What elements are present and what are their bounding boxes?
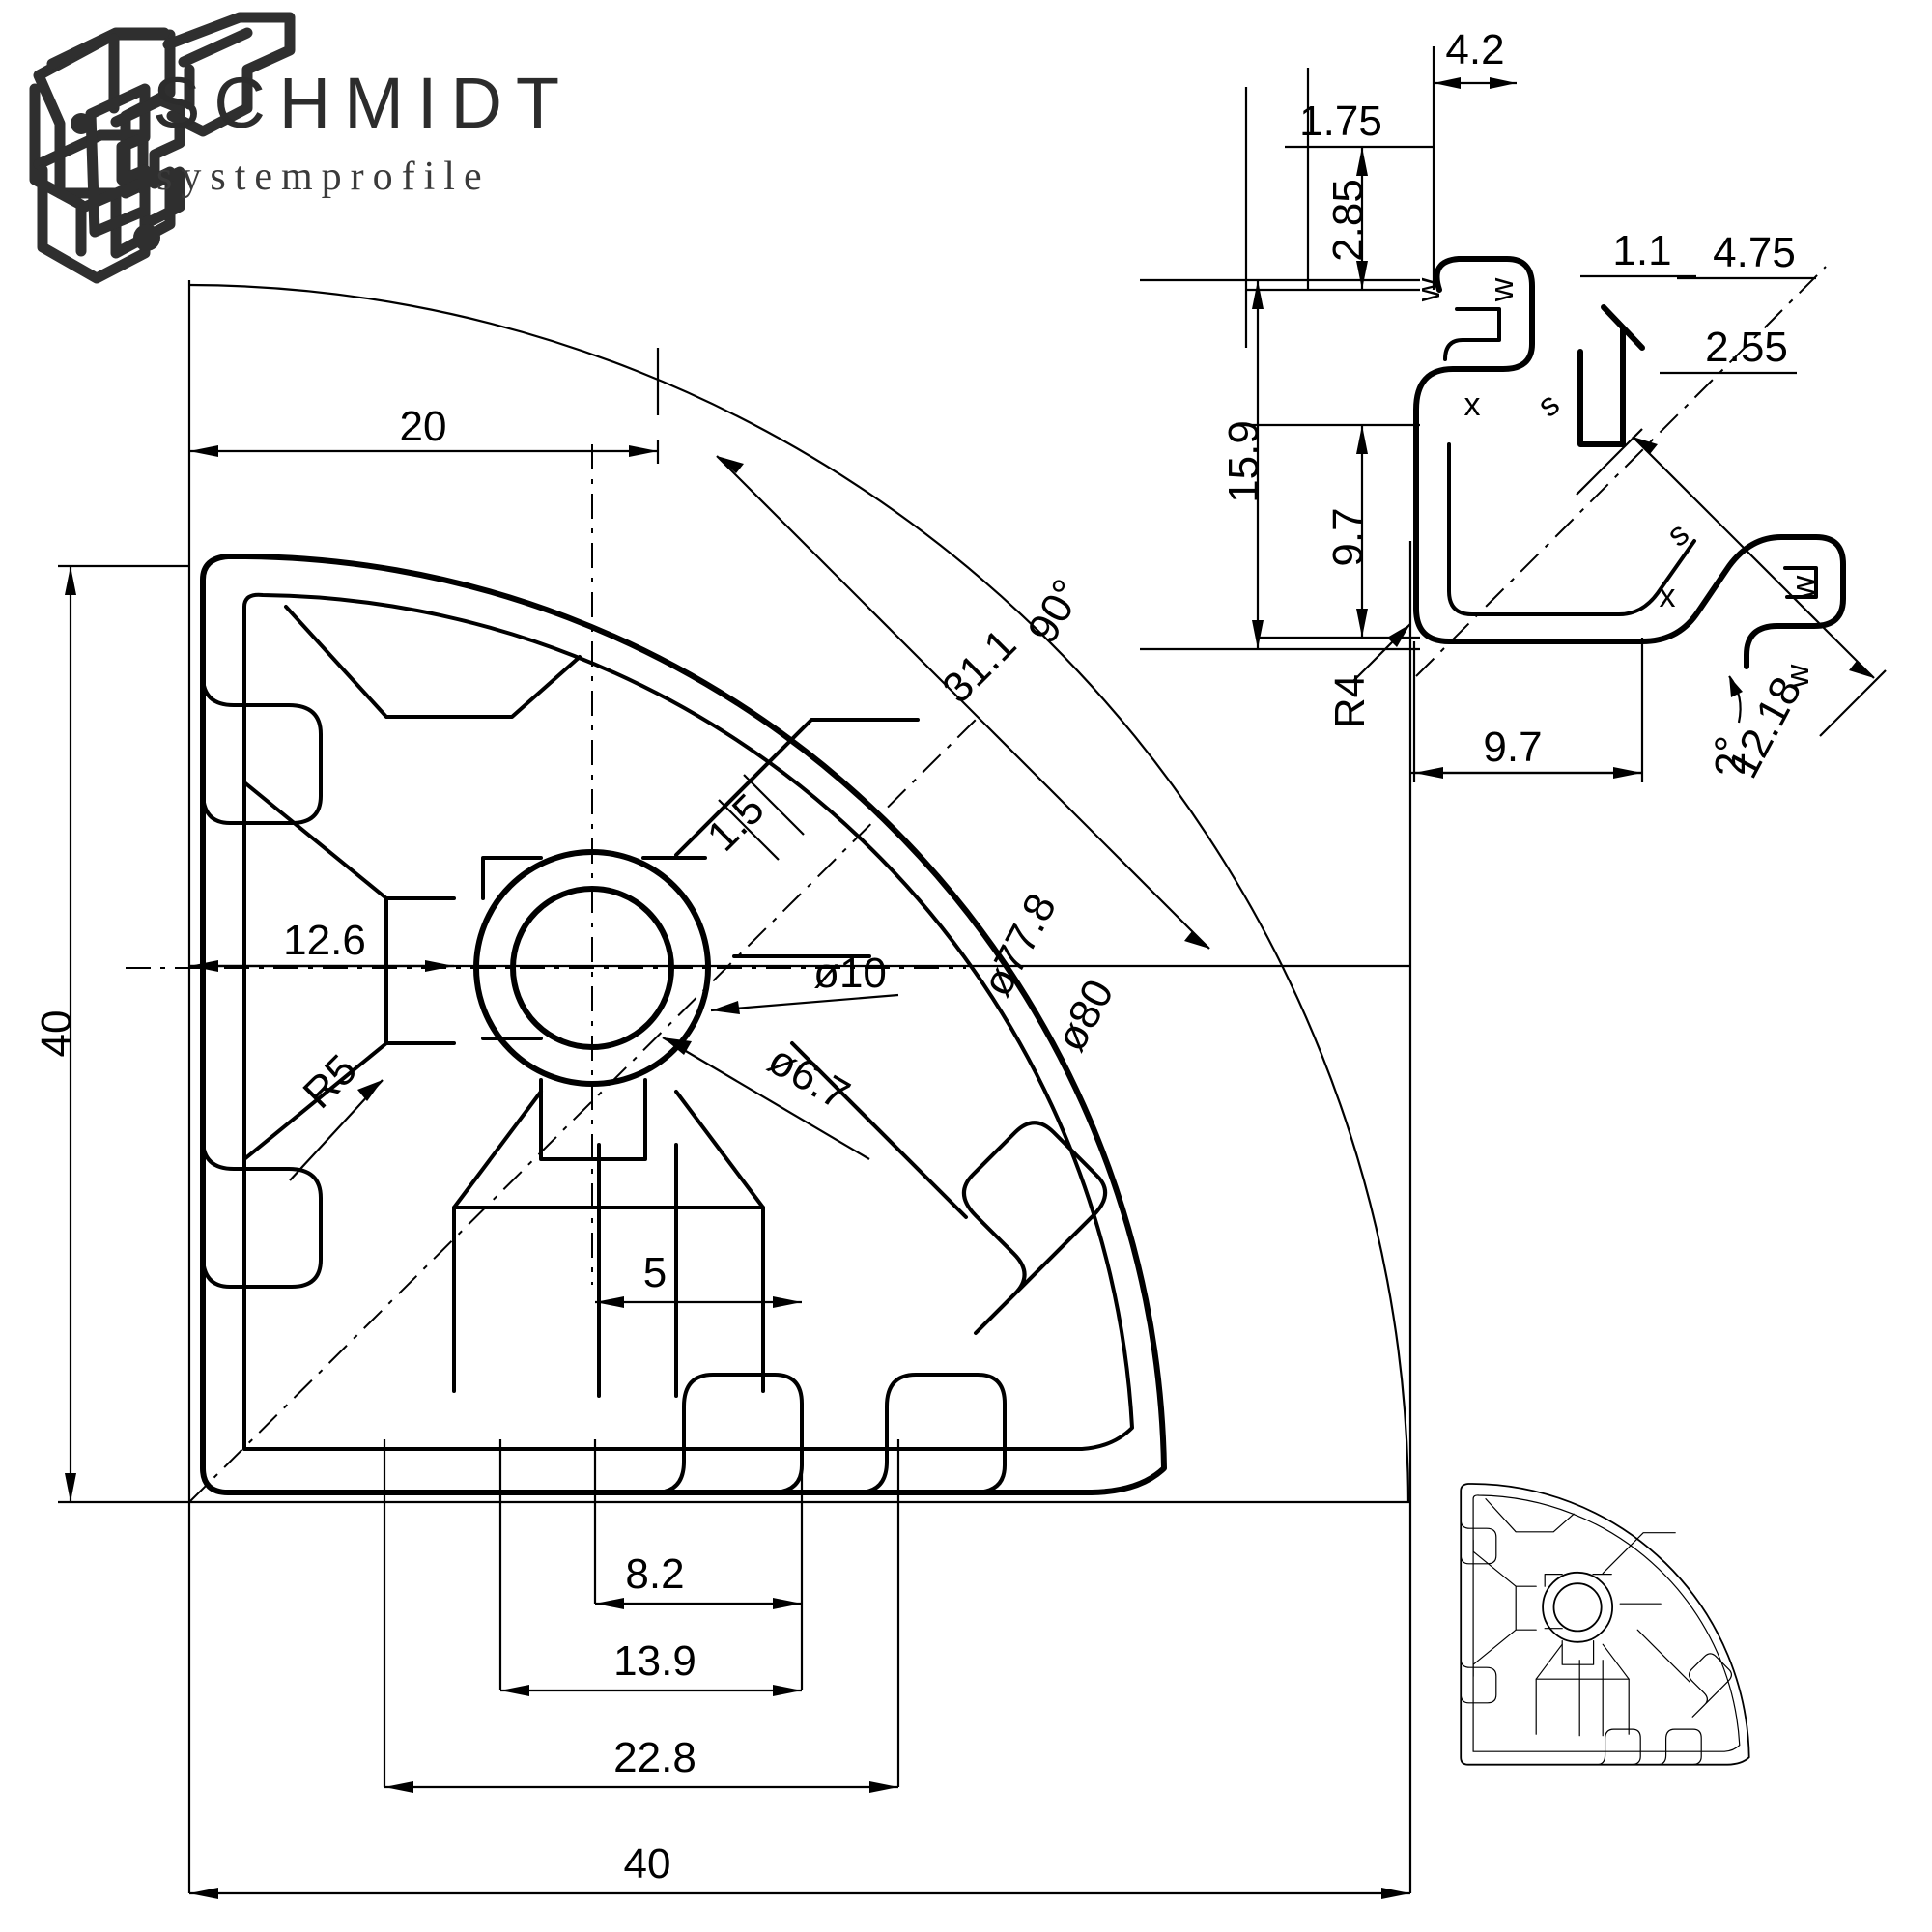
dim-label-d10: ø10 [813, 950, 887, 997]
dim-diag-31-1: 31.1 [716, 455, 1210, 950]
dim-label-22-8: 22.8 [613, 1734, 696, 1781]
groove-profile-geometry [1413, 256, 1846, 677]
marker-w-2: w [1484, 277, 1520, 302]
dim-label-1-75: 1.75 [1299, 98, 1382, 145]
dim-label-d80: ø80 [1047, 972, 1123, 1059]
dim-bore-d10: ø10 [710, 950, 899, 1014]
dim-detail-9-7-vertical: 9.7 [1324, 425, 1372, 638]
dim-label-2deg: 2° [1707, 735, 1754, 776]
dim-label-40-vertical: 40 [33, 1010, 80, 1058]
dim-circle-d77-8: ø77.8 [973, 886, 1065, 1004]
detail-view: 4.2 1.75 2.85 15.9 9.7 [1140, 26, 1887, 785]
dim-label-1-1: 1.1 [1612, 227, 1671, 274]
dim-detail-r4: R4 [1326, 623, 1411, 728]
marker-x-1: x [1464, 386, 1481, 423]
profile-internal-webs [242, 605, 968, 1398]
dim-detail-1-1: 1.1 [1580, 227, 1696, 278]
marker-w-1: w [1410, 277, 1447, 302]
marker-w-4: w [1779, 664, 1816, 689]
dim-inner-12-6: 12.6 [189, 917, 454, 972]
dim-label-13-9: 13.9 [613, 1637, 696, 1685]
dim-bore-d6-7: ø6.7 [662, 1036, 870, 1160]
dim-label-9-7-vertical: 9.7 [1324, 507, 1372, 566]
dim-detail-4-75: 4.75 [1677, 229, 1816, 280]
dim-detail-2-55: 2.55 [1660, 324, 1797, 375]
dim-label-d77-8: ø77.8 [973, 886, 1065, 1004]
dim-label-r5: R5 [295, 1046, 366, 1118]
dim-detail-2-85: 2.85 [1324, 147, 1372, 290]
dim-label-31-1: 31.1 [933, 620, 1025, 712]
dim-label-90deg: 90° [1019, 572, 1093, 651]
dim-label-8-2: 8.2 [625, 1550, 684, 1598]
main-centerlines [126, 444, 977, 1503]
dim-detail-15-9: 15.9 [1220, 280, 1267, 649]
dim-label-1-5: 1.5 [698, 785, 774, 861]
dim-label-2-55: 2.55 [1705, 324, 1788, 371]
main-view: 20 40 12.6 R5 1.5 [33, 280, 1412, 1899]
dim-slot-22-8: 22.8 [384, 1734, 898, 1793]
thumbnail-view [1460, 1483, 1750, 1766]
dim-label-15-9: 15.9 [1220, 420, 1267, 503]
dim-slot-13-9: 13.9 [500, 1637, 802, 1696]
marker-s-1: s [1531, 385, 1567, 424]
dim-label-9-7-horizontal: 9.7 [1483, 724, 1542, 771]
marker-x-2: x [1660, 578, 1676, 614]
profile-t-slots [201, 616, 1107, 1494]
dim-label-4-2: 4.2 [1445, 26, 1504, 73]
dim-label-4-75: 4.75 [1713, 229, 1796, 276]
dim-detail-2deg: 2° [1707, 675, 1754, 776]
brand-name: SCHMIDT [153, 63, 573, 143]
profile-outline [200, 553, 1167, 1495]
dim-angle-90: 90° [1019, 572, 1093, 651]
dim-label-2-85: 2.85 [1324, 179, 1372, 262]
dim-detail-4-2: 4.2 [1434, 26, 1517, 89]
dim-label-r4: R4 [1326, 674, 1374, 728]
dim-label-20: 20 [400, 403, 447, 450]
dim-height-40: 40 [33, 566, 80, 1502]
dim-overall-40: 40 [189, 1840, 1410, 1899]
dim-web-1-5: 1.5 [698, 774, 805, 861]
dim-label-12-6: 12.6 [283, 917, 366, 964]
main-extension-lines [58, 280, 1412, 1893]
reference-arc-90deg [188, 283, 1410, 1503]
dim-width-20: 20 [189, 403, 658, 457]
dim-label-5: 5 [643, 1249, 667, 1296]
aluminium-extrusion-profile-icon [29, 12, 296, 284]
dim-detail-1-75: 1.75 [1285, 98, 1434, 149]
dim-slot-8-2: 8.2 [595, 1550, 802, 1609]
dim-label-d6-7: ø6.7 [760, 1036, 858, 1119]
dim-label-40-overall: 40 [624, 1840, 671, 1888]
dim-detail-12-18: 12.18 [1576, 428, 1887, 785]
dim-circle-d80: ø80 [1047, 972, 1123, 1059]
brand-logo: SCHMIDT systemprofile [29, 12, 573, 284]
brand-tagline: systemprofile [156, 155, 491, 199]
dim-detail-9-7-horizontal: 9.7 [1414, 724, 1642, 779]
detail-extension-lines [1140, 46, 1644, 782]
marker-w-3: w [1785, 575, 1822, 600]
dim-slot-5: 5 [595, 1249, 802, 1308]
